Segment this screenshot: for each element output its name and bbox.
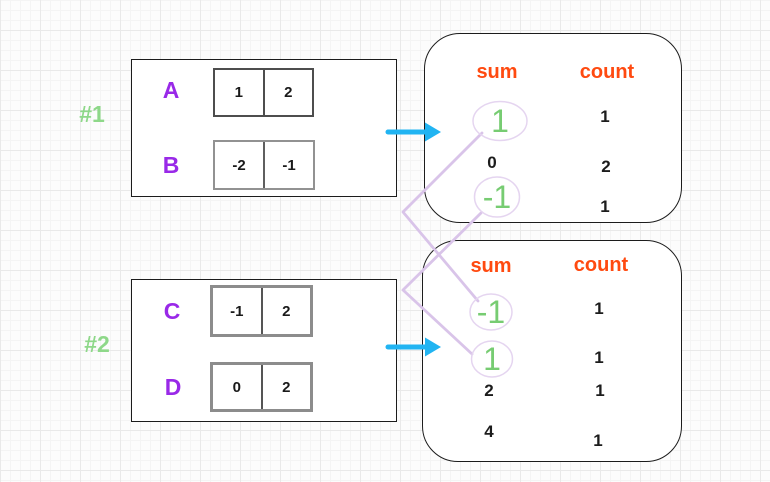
array-d-label: D	[164, 374, 182, 400]
result-1-row-1-sum: 1	[491, 103, 509, 139]
result-2-row-2-count: 1	[594, 348, 604, 367]
array-b-cells: -2 -1	[213, 140, 315, 190]
result-2-row-1-count: 1	[594, 299, 604, 318]
array-d-cell-1: 2	[260, 365, 311, 409]
array-d-cells: 0 2	[210, 362, 313, 412]
array-d-cell-0: 0	[232, 378, 241, 396]
array-c-cell-0: -1	[230, 302, 244, 320]
array-c-label: C	[163, 298, 181, 324]
result-1-sum-header: sum	[476, 61, 518, 83]
result-1-row-3-count: 1	[600, 197, 610, 216]
result-2-count-header: count	[573, 254, 629, 276]
array-a-cells: 1 2	[213, 68, 314, 117]
result-2-row-1-sum: -1	[476, 294, 506, 330]
result-2-row-3-count: 1	[595, 381, 605, 400]
array-b-label: B	[162, 152, 180, 178]
result-1-count-header: count	[579, 61, 635, 83]
result-1-row-3-sum: -1	[482, 179, 512, 215]
array-a-cell-0: 1	[234, 84, 243, 101]
result-1-row-2-count: 2	[601, 157, 611, 176]
result-2-row-4-count: 1	[593, 431, 603, 450]
result-1-row-2-sum: 0	[487, 153, 497, 172]
group-2-label: #2	[84, 331, 110, 357]
result-2-row-3-sum: 2	[484, 381, 494, 400]
array-b-cell-0: -2	[232, 156, 246, 174]
result-2-row-2-sum: 1	[483, 341, 501, 377]
result-2-row-4-sum: 4	[484, 422, 494, 441]
group-1-result-box	[424, 33, 682, 223]
result-1-row-1-count: 1	[600, 107, 610, 126]
array-b-cell-1: -1	[263, 142, 313, 188]
array-a-label: A	[162, 77, 180, 103]
result-2-sum-header: sum	[470, 255, 512, 277]
array-c-cell-1: 2	[260, 288, 311, 334]
array-c-cells: -1 2	[210, 285, 313, 337]
array-a-cell-1: 2	[262, 70, 313, 115]
group-1-label: #1	[79, 101, 105, 127]
